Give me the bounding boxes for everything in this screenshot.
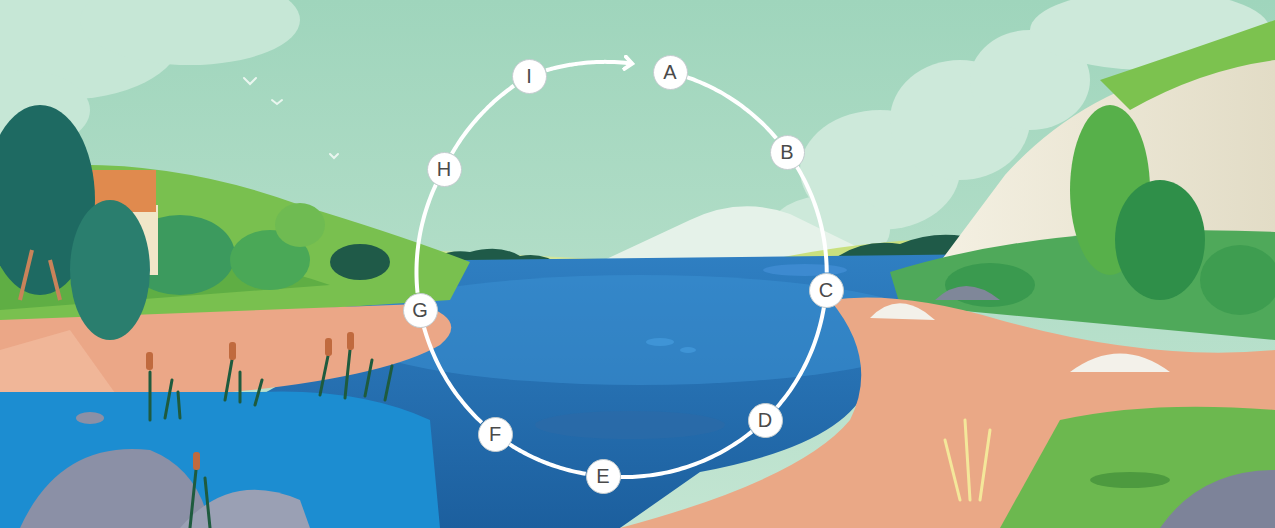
left-trees (20, 250, 60, 300)
cycle-arc (546, 62, 632, 70)
circle-outline (586, 459, 620, 493)
wheat (945, 420, 990, 500)
rocks (1070, 354, 1170, 373)
right-land (620, 20, 1275, 528)
cycle-arc (416, 185, 435, 293)
rocks (1160, 470, 1275, 528)
left-trees (275, 203, 325, 247)
step-letter: F (489, 423, 501, 446)
cattails (229, 342, 236, 360)
cycle-arc (509, 444, 585, 474)
circle-outline (478, 417, 512, 451)
lake (535, 411, 725, 439)
lake (680, 347, 696, 353)
birds (272, 100, 282, 104)
birds (330, 154, 338, 158)
reeds (150, 350, 392, 528)
birds (244, 78, 256, 84)
right-land (1090, 472, 1170, 488)
cattails (146, 352, 153, 370)
rocks (76, 412, 104, 424)
circle-outline (748, 403, 782, 437)
clouds (80, 0, 300, 65)
circle-outline (770, 135, 804, 169)
cattails (347, 332, 354, 350)
left-trees (0, 105, 390, 340)
step-letter: B (780, 141, 793, 164)
lake (646, 338, 674, 346)
cycle-arc (452, 86, 514, 154)
cycle-arc (777, 307, 824, 407)
step-letter: D (758, 409, 772, 432)
right-land (1100, 20, 1275, 110)
step-circle: B (770, 135, 805, 170)
lake (763, 264, 847, 276)
circle-outline (427, 152, 461, 186)
left-trees (330, 244, 390, 280)
step-letter: I (526, 65, 532, 88)
circle-outline (512, 59, 546, 93)
cycle-arc (620, 432, 751, 477)
step-circle: I (512, 59, 547, 94)
step-circle: A (653, 55, 688, 90)
step-letter: A (663, 61, 676, 84)
cattails (325, 338, 332, 356)
left-shore (0, 392, 440, 528)
cycle-arc (797, 167, 827, 273)
step-letter: G (412, 299, 428, 322)
step-circle: H (427, 152, 462, 187)
step-circle: E (586, 459, 621, 494)
step-letter: C (819, 279, 833, 302)
reeds (225, 360, 262, 405)
rocks (20, 449, 210, 528)
circle-outline (809, 273, 843, 307)
rocks (935, 286, 1000, 300)
rocks (20, 286, 1275, 528)
rocks (180, 490, 310, 528)
circle-outline (653, 55, 687, 89)
step-circle: C (809, 273, 844, 308)
right-land (620, 298, 1275, 528)
right-land (945, 263, 1035, 307)
circle-outline (403, 293, 437, 327)
step-letter: E (596, 465, 609, 488)
step-letter: H (437, 158, 451, 181)
cattails (193, 452, 200, 470)
cycle-arc (424, 327, 482, 423)
reeds (320, 350, 392, 400)
step-circle: F (478, 417, 513, 452)
wheat (945, 420, 990, 500)
right-land (1200, 245, 1275, 315)
reeds (150, 372, 180, 420)
cycle-arc (687, 77, 776, 138)
rocks (870, 303, 935, 320)
left-shore (0, 330, 120, 400)
right-land (1115, 180, 1205, 300)
step-circle: G (403, 293, 438, 328)
left-trees (70, 200, 150, 340)
birds (244, 78, 338, 158)
reeds (190, 470, 210, 528)
right-land (1000, 407, 1275, 528)
cattails (146, 332, 354, 470)
step-circle: D (748, 403, 783, 438)
